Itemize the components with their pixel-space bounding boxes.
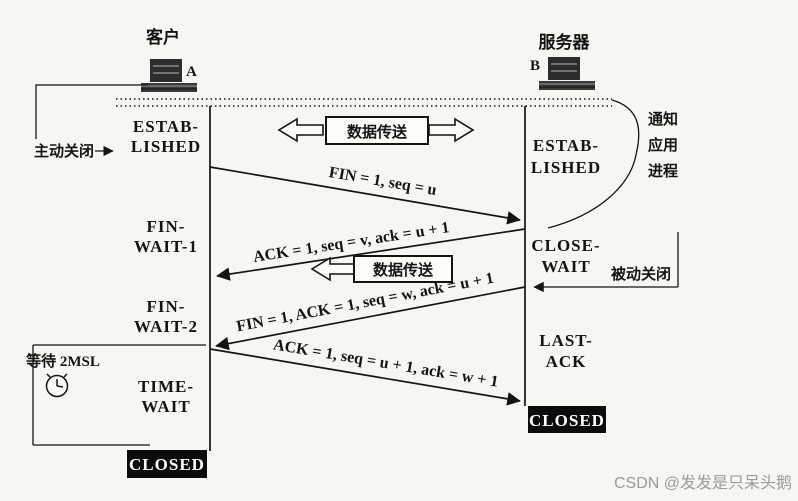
client-host-icon [141,59,197,92]
wait-2msl-bracket [32,344,206,446]
final-ack-arrow [209,348,521,406]
final-ack-label: ACK = 1, seq = u + 1, ack = w + 1 [272,336,500,390]
fin-arrow [209,166,521,225]
passive-close-label: 被动关闭 [611,265,671,283]
notify-app-line3: 进程 [648,163,678,180]
server-state-lastack-2: ACK [546,352,587,371]
notify-app-curve [547,99,640,229]
server-state-established-2: LISHED [531,158,601,177]
active-close-bracket [35,84,148,157]
fin-ack-arrow [215,286,526,351]
server-state-closewait-2: WAIT [541,257,590,276]
data-transfer-mid-label: 数据传送 [373,261,434,279]
passive-close-bracket [533,232,679,293]
data-transfer-top-label: 数据传送 [347,123,408,141]
client-state-closed: CLOSED [129,455,205,474]
server-title: 服务器 [539,32,591,52]
left-block-arrow-icon [277,117,324,143]
data-transfer-top [277,116,475,145]
client-title: 客户 [145,27,180,47]
fin-label: FIN = 1, seq = u [328,164,438,199]
watermark: CSDN @发发是只呆头鹅 [614,474,792,492]
client-state-timewait-2: WAIT [141,397,190,416]
ack-of-fin-arrow [216,228,526,281]
connection-dotted-lines [116,98,612,107]
server-state-closewait-1: CLOSE- [531,236,600,255]
server-host-icon [539,57,595,90]
notify-app-line2: 应用 [648,136,678,154]
client-state-timewait-1: TIME- [138,377,194,396]
client-state-finwait1-1: FIN- [147,217,186,236]
client-state-finwait1-2: WAIT-1 [134,237,198,256]
client-state-established-1: ESTAB- [133,117,199,136]
server-state-closed: CLOSED [529,411,605,430]
client-state-established-2: LISHED [131,137,201,156]
client-state-finwait2-1: FIN- [147,297,186,316]
wait-2msl-label: 等待 2MSL [26,352,100,370]
server-host-letter: B [530,58,540,74]
server-state-lastack-1: LAST- [539,331,593,350]
right-block-arrow-icon [428,117,475,143]
notify-app-line1: 通知 [648,110,678,128]
server-closed-box [528,406,606,433]
data-transfer-mid [310,255,453,283]
client-state-finwait2-2: WAIT-2 [134,317,198,336]
client-closed-box [127,450,207,478]
client-host-letter: A [186,64,197,80]
server-state-established-1: ESTAB- [533,136,599,155]
clock-icon [45,373,69,398]
active-close-label: 主动关闭 [34,142,94,160]
